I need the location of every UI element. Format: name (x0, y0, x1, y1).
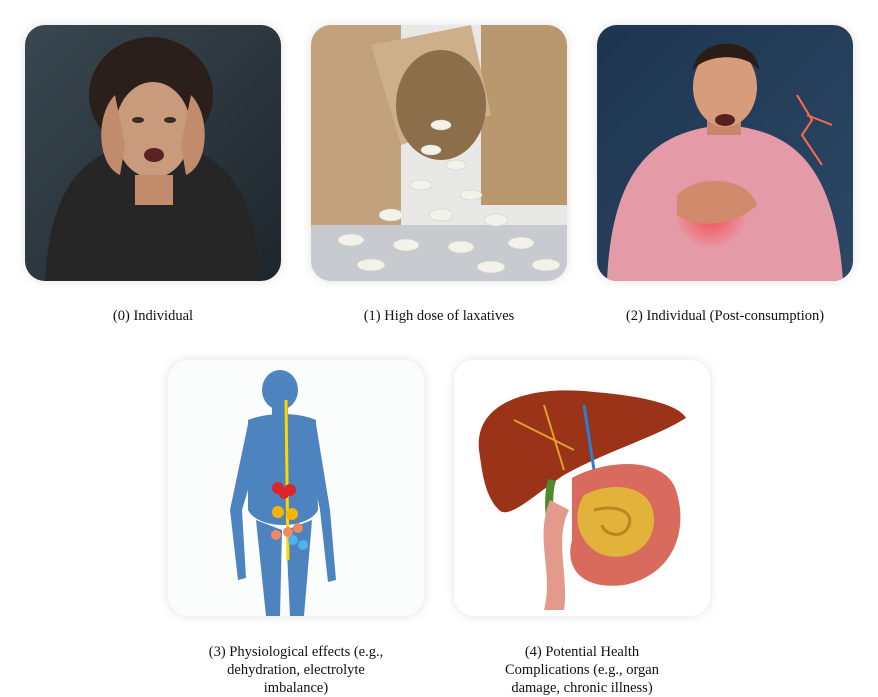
liver-intestines-image (454, 360, 710, 616)
person-in-pain-image (597, 25, 853, 281)
laxative-pills-image (311, 25, 567, 281)
caption-health-complications: (4) Potential Health Complications (e.g.… (505, 644, 659, 696)
human-anatomy-image (168, 360, 424, 616)
caption-individual: (0) Individual (112, 308, 194, 324)
caption-laxatives: (1) High dose of laxatives (363, 308, 515, 324)
panel-physiological-effects (168, 360, 424, 616)
distressed-person-image (25, 25, 281, 281)
caption-post-consumption: (2) Individual (Post-consumption) (625, 308, 825, 324)
panel-post-consumption (597, 25, 853, 281)
panel-laxatives (311, 25, 567, 281)
caption-physiological-effects: (3) Physiological effects (e.g., dehydra… (208, 644, 384, 696)
panel-health-complications (454, 360, 710, 616)
panel-individual (25, 25, 281, 281)
